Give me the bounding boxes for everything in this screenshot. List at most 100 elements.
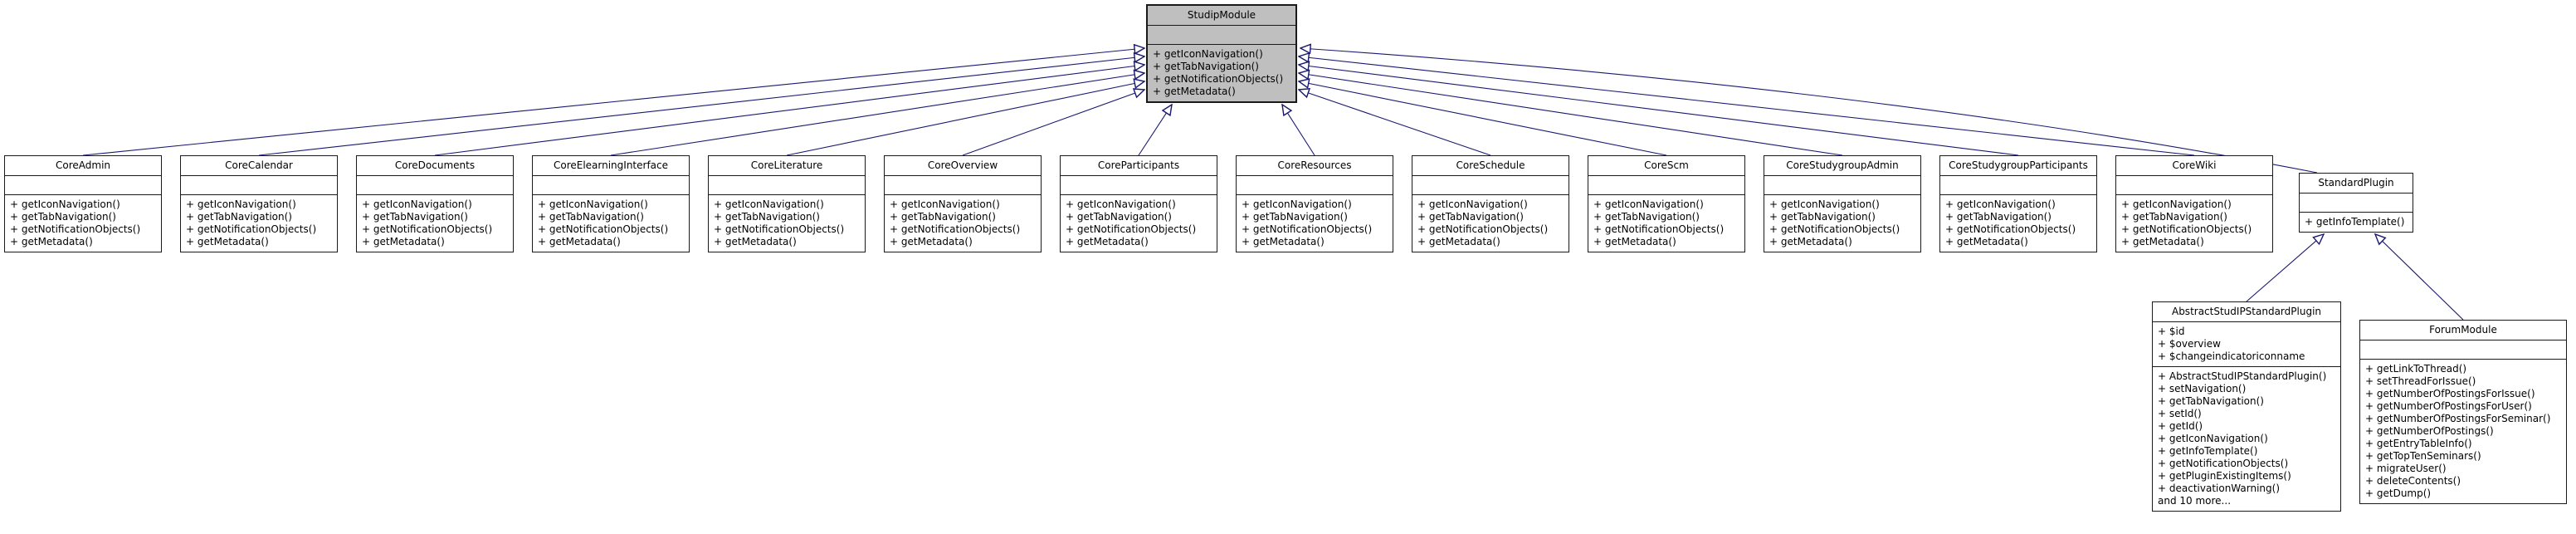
class-node-StudipModule[interactable]: StudipModule + getIconNavigation()+ getTa… — [1146, 4, 1297, 103]
class-methods-section: + getIconNavigation()+ getTabNavigation(… — [1148, 45, 1295, 101]
inheritance-edge-StandardPlugin-to-StudipModule — [1300, 48, 2318, 174]
class-node-CoreResources[interactable]: CoreResources + getIconNavigation()+ getT… — [1236, 155, 1393, 252]
class-node-CoreDocuments[interactable]: CoreDocuments + getIconNavigation()+ getT… — [356, 155, 514, 252]
class-methods-section: + getIconNavigation()+ getTabNavigation(… — [1940, 195, 2096, 252]
class-title: CoreScm — [1588, 156, 1744, 176]
inheritance-edge-ForumModule-to-StandardPlugin — [2375, 234, 2464, 321]
class-method: + getIconNavigation() — [538, 198, 648, 210]
class-node-CoreWiki[interactable]: CoreWiki+ getIconNavigation()+ getTabNav… — [2115, 155, 2273, 252]
class-title: CoreElearningInterface — [533, 156, 689, 176]
class-method: + getTabNavigation() — [714, 211, 820, 223]
class-method: + getId() — [2158, 420, 2203, 432]
class-method: + getIconNavigation() — [1769, 198, 1880, 210]
class-attributes-section — [533, 176, 689, 195]
class-node-CoreStudygroupAdmin[interactable]: CoreStudygroupAdmin + getIconNavigation()… — [1764, 155, 1921, 252]
class-methods-section: + getIconNavigation()+ getTabNavigation(… — [1237, 195, 1393, 252]
class-attributes-section — [1237, 176, 1393, 195]
class-method: + getTabNavigation() — [1066, 211, 1172, 223]
class-methods-section: + getIconNavigation()+ getTabNavigation(… — [1061, 195, 1217, 252]
class-method: + getInfoTemplate() — [2305, 216, 2405, 228]
inheritance-edge-CoreAdmin-to-StudipModule — [82, 48, 1144, 156]
class-attributes-section — [5, 176, 161, 195]
class-attributes-section — [885, 176, 1041, 195]
class-method: + getNotificationObjects() — [1593, 223, 1725, 235]
class-method: + getMetadata() — [714, 236, 797, 247]
class-title: CoreResources — [1237, 156, 1393, 176]
class-node-CoreParticipants[interactable]: CoreParticipants + getIconNavigation()+ g… — [1060, 155, 1217, 252]
class-method: + getTabNavigation() — [362, 211, 468, 223]
inheritance-edge-CoreDocuments-to-StudipModule — [434, 65, 1144, 156]
class-method: + getTopTenSeminars() — [2365, 450, 2481, 462]
class-title: StudipModule — [1148, 6, 1295, 26]
class-methods-section: + getIconNavigation()+ getTabNavigation(… — [1588, 195, 1744, 252]
class-attributes-section — [2300, 194, 2413, 213]
class-node-ForumModule[interactable]: ForumModule+ getLinkToThread()+ setThrea… — [2359, 320, 2567, 504]
class-method: + getTabNavigation() — [1153, 61, 1259, 72]
class-method: + setNavigation() — [2158, 383, 2247, 394]
inheritance-edge-CoreResources-to-StudipModule — [1282, 105, 1315, 156]
class-method: + getIconNavigation() — [1417, 198, 1528, 210]
class-method: + deleteContents() — [2365, 475, 2461, 487]
class-method: + getNotificationObjects() — [186, 223, 317, 235]
class-methods-section: + getIconNavigation()+ getTabNavigation(… — [533, 195, 689, 252]
class-methods-section: + AbstractStudIPStandardPlugin()+ setNav… — [2153, 367, 2340, 511]
inheritance-edge-CoreOverview-to-StudipModule — [962, 90, 1144, 156]
class-method: + getMetadata() — [1417, 236, 1500, 247]
class-method: + getNotificationObjects() — [1242, 223, 1373, 235]
class-node-CoreScm[interactable]: CoreScm + getIconNavigation()+ getTabNavi… — [1588, 155, 1745, 252]
class-methods-section: + getIconNavigation()+ getTabNavigation(… — [357, 195, 513, 252]
class-node-StandardPlugin[interactable]: StandardPlugin + getInfoTemplate() — [2299, 173, 2413, 233]
class-method: + getIconNavigation() — [1066, 198, 1176, 210]
class-title: CoreDocuments — [357, 156, 513, 176]
class-method: + getTabNavigation() — [538, 211, 644, 223]
class-node-AbstractStudIPStandardPlugin[interactable]: AbstractStudIPStandardPlugin+ $id+ $over… — [2152, 301, 2341, 512]
class-method: + getNotificationObjects() — [1153, 73, 1284, 85]
class-method: + getIconNavigation() — [1153, 48, 1263, 60]
class-method: + getMetadata() — [890, 236, 973, 247]
class-methods-section: + getIconNavigation()+ getTabNavigation(… — [1764, 195, 1920, 252]
class-method: + getNotificationObjects() — [538, 223, 669, 235]
class-method: + setId() — [2158, 408, 2202, 419]
inheritance-edge-AbstractStudIPStandardPlugin-to-StandardPlugin — [2246, 234, 2324, 302]
class-methods-section: + getLinkToThread()+ setThreadForIssue()… — [2360, 360, 2566, 503]
class-method: + getNumberOfPostings() — [2365, 425, 2494, 437]
inheritance-edge-CoreSchedule-to-StudipModule — [1299, 90, 1491, 156]
class-method: + getMetadata() — [1593, 236, 1676, 247]
class-method: + getMetadata() — [1769, 236, 1852, 247]
class-method: + getMetadata() — [1242, 236, 1325, 247]
class-attributes-section — [1148, 26, 1295, 45]
class-method: + getNotificationObjects() — [1417, 223, 1549, 235]
inheritance-edge-CoreStudygroupParticipants-to-StudipModule — [1299, 65, 2019, 156]
class-title: StandardPlugin — [2300, 174, 2413, 194]
class-methods-section: + getInfoTemplate() — [2300, 213, 2413, 232]
class-node-CoreElearningInterface[interactable]: CoreElearningInterface + getIconNavigatio… — [532, 155, 690, 252]
class-method: + getNotificationObjects() — [2158, 458, 2289, 469]
class-title: CoreParticipants — [1061, 156, 1217, 176]
class-method: + getTabNavigation() — [1242, 211, 1348, 223]
inheritance-edge-CoreLiterature-to-StudipModule — [786, 81, 1144, 156]
class-attribute: + $changeindicatoriconname — [2158, 350, 2305, 362]
inheritance-edge-CoreStudygroupAdmin-to-StudipModule — [1299, 73, 1843, 156]
class-node-CoreCalendar[interactable]: CoreCalendar+ getIconNavigation()+ getTa… — [180, 155, 338, 252]
class-method: + getTabNavigation() — [1945, 211, 2052, 223]
class-method: + getIconNavigation() — [1593, 198, 1704, 210]
class-title: CoreStudygroupAdmin — [1764, 156, 1920, 176]
class-method: + getIconNavigation() — [10, 198, 120, 210]
class-node-CoreStudygroupParticipants[interactable]: CoreStudygroupParticipants + getIconNavig… — [1939, 155, 2097, 252]
class-node-CoreOverview[interactable]: CoreOverview+ getIconNavigation()+ getTa… — [884, 155, 1042, 252]
class-title: CoreStudygroupParticipants — [1940, 156, 2096, 176]
class-node-CoreLiterature[interactable]: CoreLiterature+ getIconNavigation()+ get… — [708, 155, 866, 252]
class-method: + getNotificationObjects() — [714, 223, 845, 235]
class-attributes-section — [1588, 176, 1744, 195]
class-method: + getMetadata() — [538, 236, 621, 247]
class-title: CoreSchedule — [1412, 156, 1569, 176]
class-methods-section: + getIconNavigation()+ getTabNavigation(… — [709, 195, 865, 252]
class-node-CoreSchedule[interactable]: CoreSchedule+ getIconNavigation()+ getTa… — [1412, 155, 1569, 252]
class-node-CoreAdmin[interactable]: CoreAdmin+ getIconNavigation()+ getTabNa… — [4, 155, 162, 252]
class-method: + getIconNavigation() — [714, 198, 824, 210]
class-method: + getIconNavigation() — [890, 198, 1000, 210]
class-title: AbstractStudIPStandardPlugin — [2153, 302, 2340, 322]
class-attribute: + $id — [2158, 326, 2185, 337]
